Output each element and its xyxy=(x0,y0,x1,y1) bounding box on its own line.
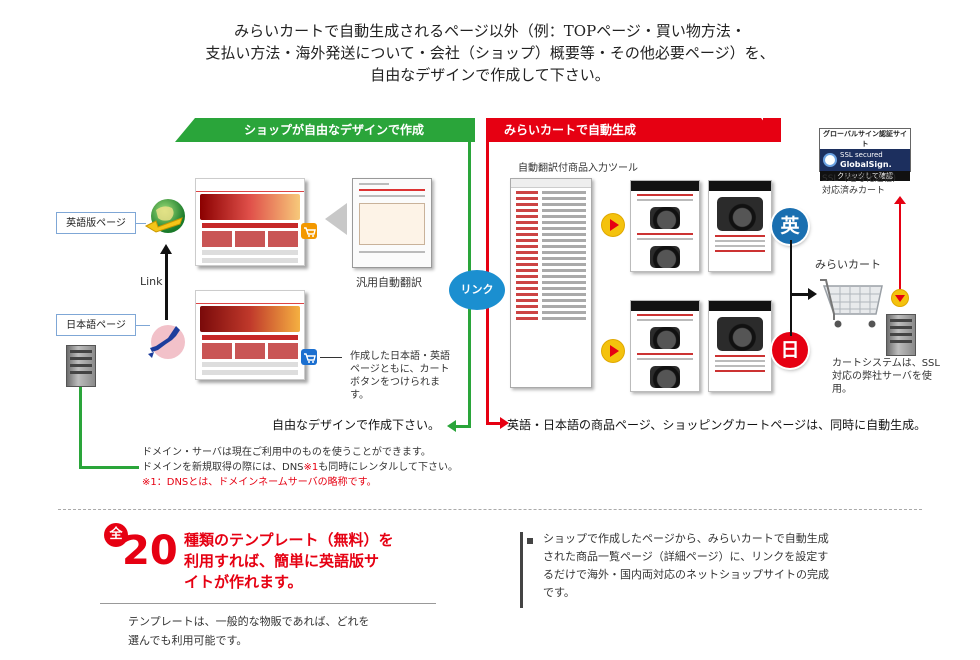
domain-note-line-2a: ドメインを新規取得の際には、DNS xyxy=(142,462,304,473)
cart-system-caption: カートシステムは、SSL対応の弊社サーバを使用。 xyxy=(832,358,940,395)
ssl-caption-line-1: SSL（暗号化送信） xyxy=(822,174,902,184)
cart-button-caption: 作成した日本語・英語ページともに、カートボタンをつけられます。 xyxy=(350,351,450,401)
ssl-connector-line xyxy=(899,202,901,292)
to-cart-arrow-head xyxy=(808,288,817,300)
right-footer-text: 英語・日本語の商品ページ、ショッピングカートページは、同時に自動生成。 xyxy=(507,418,927,432)
green-footer-arrow-line xyxy=(452,425,471,428)
link-arrow-head xyxy=(160,244,172,254)
intro-line-3: 自由なデザインで作成して下さい。 xyxy=(370,66,610,84)
link-badge: リンク xyxy=(449,270,505,310)
red-footer-arrow-line xyxy=(486,422,502,425)
template-heading-line-1: 種類のテンプレート（無料）を xyxy=(184,531,394,549)
shopping-cart-icon xyxy=(820,279,883,328)
ja-product-detail-screenshot xyxy=(708,300,772,392)
template-description: テンプレートは、一般的な物販であれば、どれを 選んでも利用可能です。 xyxy=(128,612,370,650)
template-divider xyxy=(100,603,436,604)
japan-map-icon xyxy=(148,325,185,359)
link-note-line-1: ショップで作成したページから、みらいカートで自動生成 xyxy=(543,532,829,545)
product-input-tool-screenshot xyxy=(510,178,592,388)
red-footer-arrow-head xyxy=(500,417,509,429)
domain-note-line-2: ドメインを新規取得の際には、DNS※1も同時にレンタルして下さい。 xyxy=(142,460,458,475)
intro-line-2: 支払い方法・海外発送について・会社（ショップ）概要等・その他必要ページ）を、 xyxy=(205,44,775,62)
ssl-globalsign-badge[interactable]: グローバルサイン認証サイト SSL secured GlobalSign. クリ… xyxy=(819,128,911,181)
translate-arrow xyxy=(325,203,347,235)
all-badge: 全 xyxy=(104,523,128,547)
ssl-caption: SSL（暗号化送信） 対応済みカート xyxy=(822,173,901,197)
template-desc-line-1: テンプレートは、一般的な物販であれば、どれを xyxy=(128,615,370,628)
english-site-screenshot xyxy=(195,178,305,266)
shop-design-banner: ショップが自由なデザインで作成 xyxy=(175,118,475,142)
link-label: Link xyxy=(140,275,163,288)
dns-footnote-mark: ※1 xyxy=(303,462,319,473)
link-arrow-line xyxy=(165,252,168,320)
template-count: 20 xyxy=(122,528,178,574)
english-label-connector xyxy=(136,223,146,224)
japanese-site-screenshot xyxy=(195,290,305,380)
ssl-caption-line-2: 対応済みカート xyxy=(822,186,886,196)
template-heading-line-2: 利用すれば、簡単に英語版サ xyxy=(184,552,380,570)
server-connector-horizontal xyxy=(79,466,139,469)
intro-line-1: みらいカートで自動生成されるページ以外（例：TOPページ・買い物方法・ xyxy=(234,22,746,40)
template-desc-line-2: 選んでも利用可能です。 xyxy=(128,634,248,647)
japanese-page-label: 日本語ページ xyxy=(56,314,136,336)
section-separator xyxy=(58,509,922,510)
cart-server-icon xyxy=(886,314,916,356)
ssl-arrow-head xyxy=(894,196,906,204)
left-footer-text: 自由なデザインで作成下さい。 xyxy=(272,418,441,432)
link-note-line-4: です。 xyxy=(543,586,575,599)
english-circle: 英 xyxy=(772,208,808,244)
domain-note: ドメイン・サーバは現在ご利用中のものを使うことができます。 ドメインを新規取得の… xyxy=(142,445,458,490)
globe-icon xyxy=(144,199,185,233)
ssl-badge-button: クリックして確認 xyxy=(820,171,910,181)
play-arrow-icon-en xyxy=(602,214,624,236)
domain-note-line-3: ※1：DNSとは、ドメインネームサーバの略称です。 xyxy=(142,477,377,488)
en-product-detail-screenshot xyxy=(708,180,772,272)
cart-button-icon-orange xyxy=(301,223,317,239)
server-connector-vertical xyxy=(79,387,82,469)
template-heading-line-3: イトが作れます。 xyxy=(184,573,303,591)
auto-generate-banner: みらいカートで自動生成 xyxy=(486,118,781,142)
auto-translate-label: 汎用自動翻訳 xyxy=(356,276,422,289)
auto-translate-screenshot xyxy=(352,178,432,268)
globalsign-logo-icon xyxy=(823,153,837,167)
domain-note-line-1: ドメイン・サーバは現在ご利用中のものを使うことができます。 xyxy=(142,447,431,458)
down-marker-icon xyxy=(895,295,905,302)
template-heading: 種類のテンプレート（無料）を 利用すれば、簡単に英語版サ イトが作れます。 xyxy=(184,530,394,593)
to-cart-arrow-line xyxy=(792,293,810,296)
ja-product-list-screenshot xyxy=(630,300,700,392)
ssl-badge-line-2: GlobalSign. xyxy=(840,160,892,169)
bracket-line xyxy=(790,240,792,336)
domain-note-line-2c: も同時にレンタルして下さい。 xyxy=(318,462,458,473)
product-tool-label: 自動翻訳付商品入力ツール xyxy=(518,163,638,174)
link-note-line-3: るだけで海外・国内両対応のネットショップサイトの完成 xyxy=(543,568,829,581)
en-product-list-screenshot xyxy=(630,180,700,272)
intro-text: みらいカートで自動生成されるページ以外（例：TOPページ・買い物方法・ 支払い方… xyxy=(0,20,980,86)
green-footer-arrow-head xyxy=(447,420,456,432)
english-page-label: 英語版ページ xyxy=(56,212,136,234)
japanese-circle: 日 xyxy=(772,332,808,368)
cart-button-icon-blue xyxy=(301,349,317,365)
link-note-line-2: された商品一覧ページ（詳細ページ）に、リンクを設定す xyxy=(543,550,829,563)
red-banner-tip xyxy=(763,118,781,142)
play-arrow-icon-ja xyxy=(602,340,624,362)
ssl-badge-title: グローバルサイン認証サイト xyxy=(820,129,910,149)
link-note-bullet xyxy=(527,538,533,544)
web-server-icon xyxy=(66,345,96,387)
mirai-cart-label: みらいカート xyxy=(815,258,881,271)
link-note: ショップで作成したページから、みらいカートで自動生成 された商品一覧ページ（詳細… xyxy=(543,530,829,602)
japanese-label-connector xyxy=(136,325,150,326)
caption-pointer xyxy=(320,357,342,358)
ssl-badge-line-1: SSL secured xyxy=(840,151,883,159)
link-note-bar xyxy=(520,532,523,608)
